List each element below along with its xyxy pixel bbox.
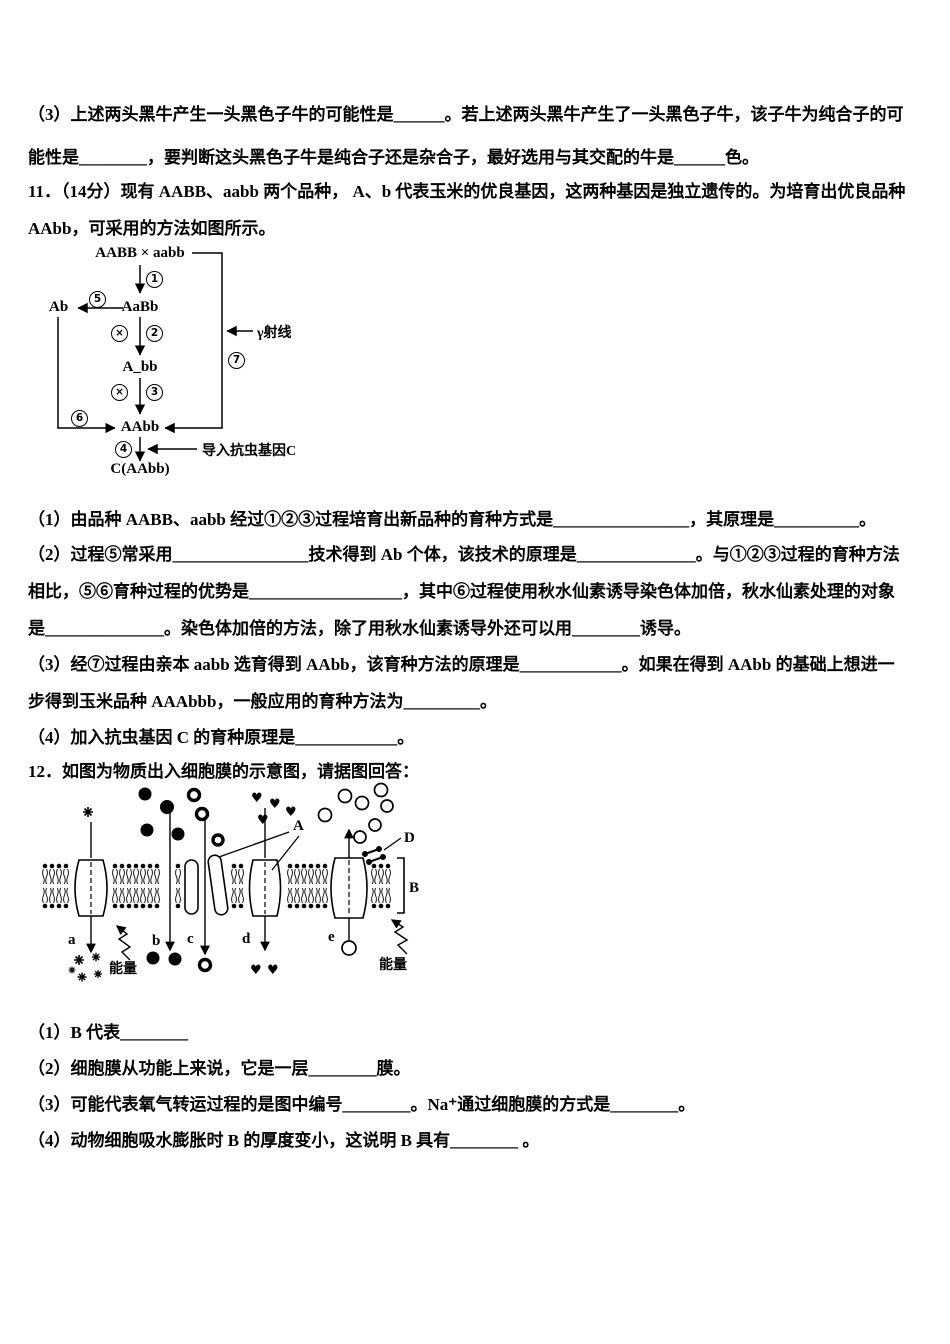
question-11-4: （4）加入抗虫基因 C 的育种原理是____________。 (28, 728, 415, 747)
step-6-badge: 6 (71, 410, 88, 427)
question-11-3-line-1: （3）经⑦过程由亲本 aabb 选育得到 AAbb，该育种方法的原理是_____… (28, 655, 895, 674)
question-12-1: （1）B 代表________ (28, 1023, 189, 1042)
channel-protein-c-left (184, 859, 199, 915)
label-B: B (409, 880, 419, 896)
heart-molecules: ♥ ♥ ♥ ♥ ♥ ♥ (250, 791, 297, 978)
protein-centerlines (90, 860, 350, 916)
energy-label-right: 能量 (379, 956, 407, 973)
step-3-badge: 3 (146, 384, 163, 401)
question-12-4: （4）动物细胞吸水膨胀时 B 的厚度变小，这说明 B 具有________ 。 (28, 1131, 540, 1150)
free-phospholipid-icons (362, 846, 386, 865)
energy-squiggle-e (390, 919, 409, 955)
heart-icon: ♥ (285, 805, 297, 820)
genotype-target: AAbb (120, 419, 160, 435)
heart-icon: ♥ (251, 791, 263, 806)
open-circle-molecules (317, 782, 394, 956)
star-molecules (68, 807, 103, 982)
step-1-badge: 1 (146, 271, 163, 288)
channel-protein-c-right (207, 854, 229, 916)
question-12-2: （2）细胞膜从功能上来说，它是一层________膜。 (28, 1059, 411, 1078)
genotype-final: C(AAbb) (110, 461, 170, 477)
bracket-B (397, 857, 405, 914)
step-4-badge: 4 (115, 441, 132, 458)
label-c: c (187, 931, 194, 947)
label-A: A (293, 818, 304, 834)
question-10-3-line-2: 能性是________，要判断这头黑色子牛是纯合子还是杂合子，最好选用与其交配的… (28, 148, 759, 167)
breeding-diagram: AABB × aabb AaBb Ab A_bb AAbb C(AAbb) γ射… (45, 245, 355, 480)
energy-label-left: 能量 (109, 960, 137, 977)
genotype-f2: A_bb (122, 359, 158, 375)
question-11-3-line-2: 步得到玉米品种 AAAbbb，一般应用的育种方法为_________。 (28, 692, 497, 711)
question-11-2-line-2: 相比，⑤⑥育种过程的优势是__________________，其中⑥过程使用秋… (28, 582, 895, 601)
membrane-diagram-canvas: ♥ ♥ ♥ ♥ ♥ ♥ (42, 782, 419, 982)
label-d: d (242, 931, 251, 947)
question-11-stem-line-2: AAbb，可采用的方法如图所示。 (28, 219, 276, 238)
label-a: a (68, 932, 76, 948)
membrane-diagram: ♥ ♥ ♥ ♥ ♥ ♥ (35, 782, 475, 992)
ring-circle-molecules (186, 787, 225, 973)
step-7-badge: 7 (228, 352, 245, 369)
label-b: b (152, 933, 160, 949)
energy-squiggle-a (115, 925, 132, 961)
solid-circle-molecules (138, 787, 185, 966)
question-12-stem: 12．如图为物质出入细胞膜的示意图，请据图回答： (28, 762, 419, 781)
question-11-2-line-3: 是______________。染色体加倍的方法，除了用秋水仙素诱导外还可以用_… (28, 619, 691, 638)
insert-gene-label: 导入抗虫基因C (202, 444, 297, 459)
genotype-gamete-ab: Ab (49, 299, 69, 315)
step-2-badge: 2 (146, 325, 163, 342)
question-12-3: （3）可能代表氧气转运过程的是图中编号________。Na⁺通过细胞膜的方式是… (28, 1095, 696, 1114)
label-D: D (404, 830, 415, 846)
self-pollination-icon: × (111, 325, 128, 342)
transported-molecule-e (341, 940, 357, 956)
question-11-1: （1）由品种 AABB、aabb 经过①②③过程培育出新品种的育种方式是____… (28, 510, 877, 529)
heart-icon: ♥ (269, 797, 281, 812)
label-e: e (328, 929, 335, 945)
label-pointer-lines (218, 831, 402, 871)
question-11-2-line-1: （2）过程⑤常采用________________技术得到 Ab 个体，该技术的… (28, 545, 900, 564)
genotype-parents: AABB × aabb (95, 245, 185, 261)
breeding-diagram-arrows (57, 252, 253, 462)
genotype-f1: AaBb (121, 299, 159, 315)
question-11-stem-line-1: 11．（14分）现有 AABB、aabb 两个品种， A、b 代表玉米的优良基因… (28, 182, 906, 201)
membrane-proteins (74, 854, 368, 919)
gamma-ray-label: γ射线 (257, 326, 292, 341)
heart-icon: ♥ (250, 963, 262, 978)
self-pollination-icon: × (111, 384, 128, 401)
question-10-3-line-1: （3）上述两头黑牛产生一头黑色子牛的可能性是______。若上述两头黑牛产生了一… (28, 105, 904, 124)
phospholipid-bilayer (42, 863, 391, 909)
heart-icon: ♥ (267, 963, 279, 978)
step-5-badge: 5 (89, 291, 106, 308)
transport-arrows (86, 808, 409, 961)
heart-icon: ♥ (257, 813, 269, 828)
